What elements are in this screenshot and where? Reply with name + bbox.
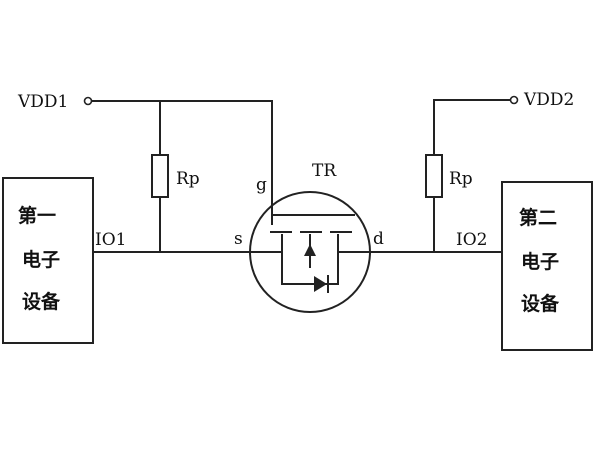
tr-label: TR [312, 161, 337, 181]
vdd2-terminal [509, 95, 519, 105]
first-device-label-1: 第一 [18, 204, 56, 227]
rp-right-resistor [425, 154, 443, 198]
vdd1-terminal [83, 96, 93, 106]
diode-wire [281, 252, 339, 285]
drain-label: d [373, 229, 384, 249]
first-device-box [2, 177, 94, 344]
io1-label: IO1 [95, 230, 126, 250]
io2-label: IO2 [456, 230, 487, 250]
second-device-label-3: 设备 [521, 292, 560, 315]
second-device-label-2: 电子 [521, 250, 559, 273]
rp-left-resistor [151, 154, 169, 198]
second-device-box [501, 181, 593, 351]
source-label: s [234, 229, 243, 249]
first-device-label-2: 电子 [22, 248, 60, 271]
body-arrow [304, 244, 316, 256]
vdd1-label: VDD1 [17, 92, 68, 112]
vdd1-wire [92, 100, 273, 225]
vdd2-label: VDD2 [523, 90, 574, 110]
body-diode [314, 276, 327, 292]
second-device-label-1: 第二 [519, 206, 557, 229]
first-device-label-3: 设备 [22, 290, 61, 313]
gate-label: g [256, 175, 267, 195]
vdd2-wire [433, 99, 510, 155]
source-stub [268, 234, 283, 253]
drain-stub [337, 234, 352, 253]
rp-right-label: Rp [449, 169, 473, 189]
gate-plate [271, 214, 355, 225]
rp-left-label: Rp [176, 169, 200, 189]
